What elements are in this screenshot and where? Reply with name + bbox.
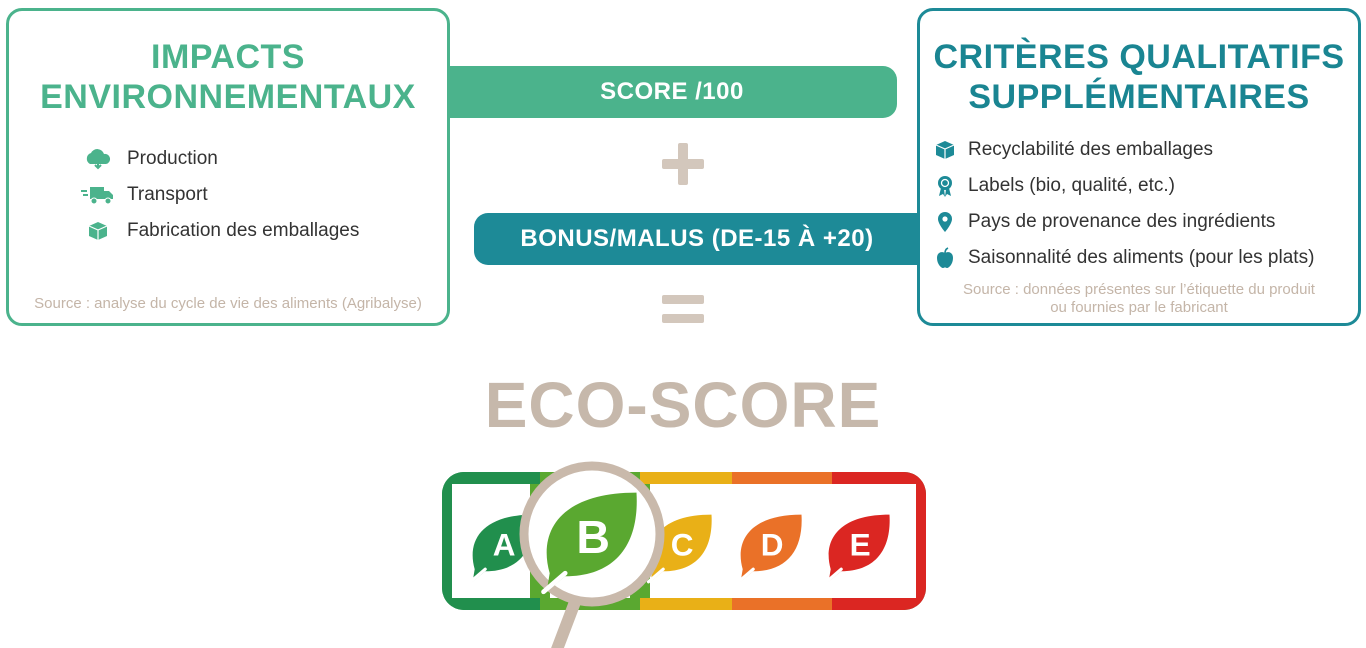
title-line-2: ENVIRONNEMENTAUX bbox=[40, 78, 416, 116]
plus-sign-vertical bbox=[678, 143, 688, 185]
truck-icon bbox=[81, 184, 115, 206]
grade-b-leaf-selected: B bbox=[541, 492, 637, 595]
grade-letter: A bbox=[493, 527, 516, 563]
qualitative-criteria-panel: CRITÈRES QUALITATIFS SUPPLÉMENTAIRES Rec… bbox=[917, 8, 1361, 326]
grade-a-leaf: A bbox=[468, 514, 534, 584]
item-label: Transport bbox=[127, 184, 208, 205]
environmental-impacts-title: IMPACTS ENVIRONNEMENTAUX bbox=[9, 37, 447, 117]
list-item: Recyclabilité des emballages bbox=[930, 132, 1314, 168]
equals-sign-bottom bbox=[662, 314, 704, 323]
list-item: Transport bbox=[81, 177, 359, 213]
criteria-list: Recyclabilité des emballages Labels (bio… bbox=[930, 132, 1314, 276]
leaf-stem bbox=[646, 567, 665, 584]
equals-sign-top bbox=[662, 295, 704, 304]
grade-letter: B bbox=[576, 511, 610, 563]
apple-icon bbox=[930, 247, 960, 269]
title-line-1: CRITÈRES QUALITATIFS bbox=[933, 38, 1345, 76]
list-item: Production bbox=[81, 141, 359, 177]
source-note: Source : données présentes sur l’étiquet… bbox=[920, 281, 1358, 317]
leaf-shape bbox=[828, 514, 890, 582]
item-label: Fabrication des emballages bbox=[127, 220, 360, 241]
source-line-2: ou fournies par le fabricant bbox=[1050, 299, 1228, 316]
grade-e-leaf: E bbox=[824, 514, 890, 584]
list-item: Saisonnalité des aliments (pour les plat… bbox=[930, 240, 1314, 276]
item-label: Labels (bio, qualité, etc.) bbox=[968, 175, 1176, 196]
leaf-shape bbox=[740, 514, 802, 582]
title-line-2: SUPPLÉMENTAIRES bbox=[968, 78, 1310, 116]
grade-letter: C bbox=[671, 527, 694, 563]
leaf-shape bbox=[472, 514, 534, 582]
leaf-stem bbox=[468, 567, 487, 584]
title-line-1: IMPACTS bbox=[151, 38, 305, 76]
item-label: Production bbox=[127, 148, 218, 169]
bonus-malus-pill: BONUS/MALUS (DE-15 À +20) bbox=[474, 213, 920, 265]
leaf-shape bbox=[546, 492, 637, 592]
leaf-stem bbox=[541, 570, 568, 595]
impact-list: Production Transport bbox=[81, 141, 359, 249]
list-item: Labels (bio, qualité, etc.) bbox=[930, 168, 1314, 204]
environmental-impacts-panel: IMPACTS ENVIRONNEMENTAUX Production bbox=[6, 8, 450, 326]
leaf-stem bbox=[736, 567, 755, 584]
score-pill: SCORE /100 bbox=[447, 66, 897, 118]
location-pin-icon bbox=[930, 211, 960, 233]
cloud-icon bbox=[81, 148, 115, 170]
grade-c-leaf: C bbox=[646, 514, 712, 584]
source-note: Source : analyse du cycle de vie des ali… bbox=[34, 295, 422, 312]
leaf-stem bbox=[824, 567, 843, 584]
badge-icon bbox=[930, 175, 960, 197]
list-item: Pays de provenance des ingrédients bbox=[930, 204, 1314, 240]
eco-score-title: ECO-SCORE bbox=[484, 369, 882, 441]
package-icon bbox=[930, 139, 960, 161]
item-label: Saisonnalité des aliments (pour les plat… bbox=[968, 247, 1315, 268]
grade-d-leaf: D bbox=[736, 514, 802, 584]
qualitative-criteria-title: CRITÈRES QUALITATIFS SUPPLÉMENTAIRES bbox=[920, 37, 1358, 117]
item-label: Pays de provenance des ingrédients bbox=[968, 211, 1276, 232]
grade-letter: D bbox=[761, 527, 784, 563]
grade-letter: E bbox=[850, 527, 871, 563]
source-line-1: Source : données présentes sur l’étiquet… bbox=[963, 281, 1315, 298]
item-label: Recyclabilité des emballages bbox=[968, 139, 1214, 160]
leaf-shape bbox=[650, 514, 712, 582]
list-item: Fabrication des emballages bbox=[81, 213, 359, 249]
box-icon bbox=[81, 220, 115, 242]
